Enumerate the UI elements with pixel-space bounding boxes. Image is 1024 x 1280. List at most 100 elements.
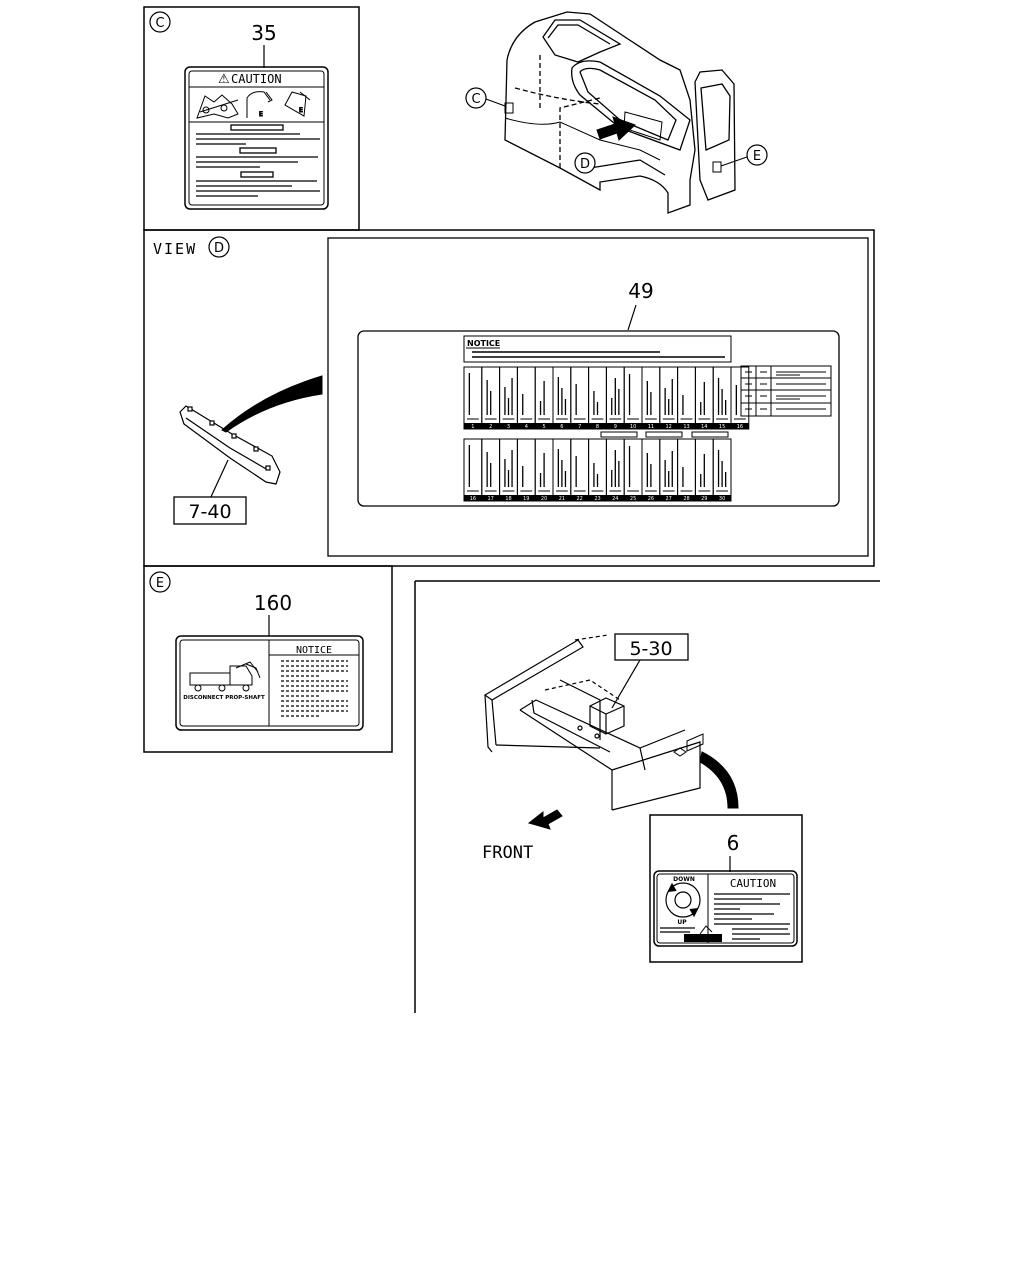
fuse-number-bar: [606, 423, 625, 429]
part-number-160: 160: [254, 591, 292, 615]
notice-160-text-lines: [281, 660, 348, 717]
view-d-marker-circle: [208, 236, 230, 258]
fuse-number-bar: [481, 495, 500, 501]
cab-marker-e: E: [720, 144, 768, 167]
fuse-number-bar: [606, 495, 625, 501]
fuse-box-cover: [179, 405, 281, 485]
fuse-number: 14: [701, 424, 707, 430]
cab-marker-c: C: [465, 87, 506, 109]
label-6-frame: [649, 814, 803, 963]
cover-pointer: [221, 375, 323, 433]
caution-label-6-inner: [656, 873, 795, 944]
fuse-number-bar: [481, 423, 500, 429]
fuse-number: 22: [577, 496, 583, 502]
fuse-slot: [659, 366, 679, 430]
fuse-number-bar: [464, 423, 482, 429]
fuse-slot: [623, 438, 643, 502]
panel-view-d-frame: [143, 229, 875, 567]
fuse-number-bar: [642, 495, 660, 501]
panel-c-marker-circle: [149, 11, 171, 33]
fuse-number: 15: [719, 424, 725, 430]
fuse-number: 16: [737, 424, 743, 430]
fuse-number: 3: [507, 424, 510, 430]
fuse-number-bar: [499, 423, 518, 429]
fuse-number: 28: [683, 496, 689, 502]
dial-pictogram: [665, 882, 701, 918]
fuse-number: 27: [666, 496, 672, 502]
fuse-number-bar: [695, 423, 714, 429]
fuse-number-bar: [695, 495, 714, 501]
fuse-number-bar: [713, 495, 731, 501]
notice-label-160: [175, 635, 364, 731]
fuse-number-bar: [517, 495, 536, 501]
fuse-slot: [623, 366, 643, 430]
caution-label-6: [653, 870, 798, 947]
sticker-c-position: [504, 102, 514, 114]
svg-text:E: E: [299, 107, 303, 114]
leader-49: [627, 304, 637, 331]
dial-down-label: DOWN: [673, 876, 695, 883]
fuse-number: 29: [701, 496, 707, 502]
caution-35-symbol: ⚠: [218, 72, 230, 87]
fuse-number: 12: [666, 424, 672, 430]
fuse-slot: [588, 366, 607, 430]
caution-6-heading: CAUTION: [730, 877, 776, 890]
fuse-number: 20: [541, 496, 547, 502]
fuse-number: 7: [578, 424, 581, 430]
front-label: FRONT: [482, 843, 533, 863]
fuse-number-bar: [731, 423, 749, 429]
fuse-slot: [588, 438, 607, 502]
cab-illustration: [504, 11, 736, 214]
fuse-number: 1: [471, 424, 474, 430]
panel-e-marker: E: [156, 576, 164, 591]
fuse-number-bar: [570, 423, 589, 429]
fuse-slot: [677, 366, 696, 430]
cab-marker-d-text: D: [580, 157, 590, 172]
sticker-caption-160: DISCONNECT PROP-SHAFT: [183, 695, 265, 701]
fuse-number-bar: [624, 495, 642, 501]
fuse-notice-heading: NOTICE: [467, 339, 500, 348]
cab-marker-c-text: C: [471, 92, 480, 107]
ref-7-40-box: [173, 496, 247, 525]
part-number-6: 6: [727, 831, 740, 855]
front-arrow: [527, 809, 563, 830]
caution-35-pictogram-3: E: [284, 91, 311, 117]
fuse-number: 4: [525, 424, 528, 430]
fuse-slot: [677, 438, 696, 502]
fuse-number: 21: [559, 496, 565, 502]
cab-marker-e-text: E: [753, 149, 761, 164]
fuse-number: 2: [489, 424, 492, 430]
spare-fuse-slots: [600, 431, 729, 438]
fuse-number: 5: [543, 424, 546, 430]
fuse-number-bar: [713, 423, 731, 429]
fuse-number: 11: [648, 424, 654, 430]
fuse-slot: [570, 438, 590, 502]
fuse-number-bar: [570, 495, 589, 501]
notice-160-heading: NOTICE: [296, 645, 332, 656]
fuse-number-bar: [642, 423, 660, 429]
fuse-number: 10: [630, 424, 636, 430]
fuse-number: 9: [614, 424, 617, 430]
panel-c-marker: C: [155, 16, 164, 31]
chassis-frame-illustration: [483, 634, 704, 811]
fuse-slot: [516, 366, 536, 430]
fuse-number-bar: [553, 495, 571, 501]
fuse-number-bar: [553, 423, 571, 429]
fuse-number: 16: [470, 496, 476, 502]
part-number-35: 35: [251, 21, 276, 45]
part-number-49: 49: [628, 279, 653, 303]
fuse-number: 30: [719, 496, 725, 502]
cab-marker-d: D: [574, 152, 596, 174]
caution-6-text-lines: [660, 893, 790, 940]
panel-frame: 5-30 FRONT 6 CAUTION DOWN UP: [414, 580, 880, 1013]
fuse-slot: [570, 366, 590, 430]
fuse-number-bar: [659, 423, 678, 429]
fuse-number-bar: [464, 495, 482, 501]
fuse-slot: [730, 366, 750, 430]
panel-e-frame: [143, 565, 393, 753]
panel-c: C 35 ⚠ CAUTION E E: [143, 6, 360, 231]
fuse-number-bar: [624, 423, 642, 429]
fuse-number-bar: [677, 423, 696, 429]
fuse-notice-label-49: [357, 330, 840, 507]
